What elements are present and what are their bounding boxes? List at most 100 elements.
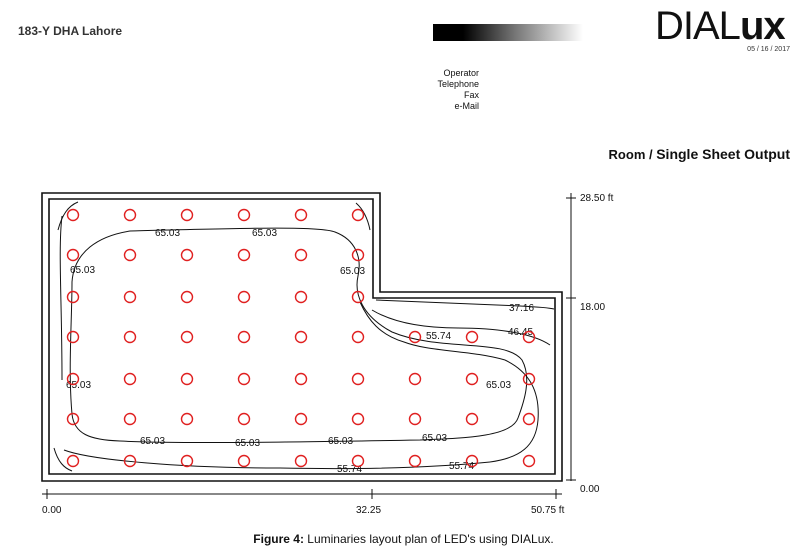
- luminaire-marker: [351, 248, 365, 262]
- luminaire-marker: [351, 208, 365, 222]
- luminaire-marker: [66, 330, 80, 344]
- sheet-title-main: Single Sheet Output: [656, 146, 790, 162]
- x-label-right: 50.75 ft: [531, 505, 565, 516]
- isoline-label: 65.03: [340, 266, 365, 277]
- luminaire-marker: [123, 290, 137, 304]
- luminaire-marker: [180, 412, 194, 426]
- luminaire-marker: [522, 372, 536, 386]
- isoline-label: 65.03: [70, 265, 95, 276]
- isoline-labels: 65.03 65.03 65.03 65.03 65.03 65.03 65.0…: [66, 228, 534, 475]
- y-dimension-labels: 28.50 ft 18.00 0.00: [580, 193, 614, 495]
- luminaire-group: [66, 208, 536, 468]
- luminaire-marker: [66, 290, 80, 304]
- x-dimension: [42, 489, 562, 499]
- x-label-left: 0.00: [42, 505, 62, 516]
- luminaire-marker: [294, 208, 308, 222]
- luminaire-marker: [123, 208, 137, 222]
- luminaire-marker: [408, 372, 422, 386]
- luminaire-marker: [123, 412, 137, 426]
- isoline-label: 65.03: [155, 228, 180, 239]
- luminaire-marker: [294, 372, 308, 386]
- contact-fax: Fax: [463, 90, 479, 100]
- isoline-label: 55.74: [337, 464, 362, 475]
- luminaire-marker: [465, 372, 479, 386]
- isoline-55-right: [489, 359, 539, 463]
- luminaire-marker: [522, 454, 536, 468]
- luminaire-marker: [123, 454, 137, 468]
- luminaire-marker: [465, 454, 479, 468]
- luminaire-marker: [237, 208, 251, 222]
- luminaire-marker: [351, 330, 365, 344]
- luminaire-marker: [123, 330, 137, 344]
- isoline-46-45: [371, 309, 551, 346]
- project-name: 183-Y DHA Lahore: [18, 24, 123, 38]
- dialux-logo: DIALux: [655, 4, 786, 48]
- sheet-title: Room / Single Sheet Output: [480, 146, 790, 162]
- x-dimension-labels: 0.00 32.25 50.75 ft: [42, 505, 565, 516]
- contact-telephone: Telephone: [437, 79, 479, 89]
- luminaire-marker: [180, 372, 194, 386]
- isoline-55-top: [359, 301, 506, 361]
- isoline-label: 65.03: [422, 433, 447, 444]
- x-label-mid: 32.25: [356, 505, 381, 516]
- luminaire-marker: [123, 372, 137, 386]
- luminaire-marker: [465, 330, 479, 344]
- isoline-label: 65.03: [252, 228, 277, 239]
- luminaire-marker: [237, 412, 251, 426]
- isoline-label: 55.74: [426, 331, 451, 342]
- luminaire-marker: [351, 412, 365, 426]
- isoline-65-inner-left: [59, 215, 63, 381]
- luminaire-marker: [408, 454, 422, 468]
- contact-operator: Operator: [443, 68, 479, 78]
- luminaire-marker: [66, 248, 80, 262]
- contact-email: e-Mail: [454, 101, 479, 111]
- isoline-corner-top-left: [57, 201, 79, 231]
- y-label-bottom: 0.00: [580, 484, 600, 495]
- luminaire-marker: [522, 412, 536, 426]
- luminaire-marker: [294, 290, 308, 304]
- room-wall-inner: [48, 198, 556, 475]
- isoline-label: 55.74: [449, 461, 474, 472]
- figure-caption: Figure 4: Luminaries layout plan of LED'…: [0, 532, 807, 546]
- grayscale-gradient-bar: [433, 24, 583, 41]
- room-wall-outer: [41, 192, 563, 482]
- luminaire-marker: [66, 372, 80, 386]
- isoline-65-outer: [69, 227, 528, 444]
- isoline-group: [53, 201, 555, 472]
- luminaire-marker: [294, 248, 308, 262]
- isoline-corner-top-right: [355, 202, 371, 231]
- luminaire-marker: [294, 412, 308, 426]
- y-label-top: 28.50 ft: [580, 193, 614, 204]
- luminaire-marker: [237, 372, 251, 386]
- isoline-label: 37.16: [509, 303, 534, 314]
- luminaire-marker: [351, 454, 365, 468]
- isoline-corner-bottom-left: [53, 447, 73, 472]
- figure-caption-text: Luminaries layout plan of LED's using DI…: [303, 532, 554, 546]
- luminaire-marker: [180, 248, 194, 262]
- luminaire-marker: [237, 248, 251, 262]
- isoline-label: 65.03: [486, 380, 511, 391]
- luminaire-marker: [66, 412, 80, 426]
- isoline-label: 65.03: [328, 436, 353, 447]
- isoline-37-16: [375, 299, 555, 310]
- luminaire-marker: [237, 330, 251, 344]
- luminaire-marker: [351, 290, 365, 304]
- luminaire-marker: [180, 208, 194, 222]
- luminaire-marker: [180, 330, 194, 344]
- report-date: 05 / 16 / 2017: [747, 46, 790, 53]
- figure-caption-label: Figure 4:: [253, 532, 304, 546]
- luminaire-marker: [237, 454, 251, 468]
- luminaire-marker: [123, 248, 137, 262]
- luminaire-marker: [351, 372, 365, 386]
- logo-text-bold: ux: [739, 4, 786, 48]
- luminaire-marker: [465, 412, 479, 426]
- isoline-label: 65.03: [140, 436, 165, 447]
- luminaire-marker: [66, 208, 80, 222]
- isoline-label: 65.03: [235, 438, 260, 449]
- luminaire-marker: [237, 290, 251, 304]
- isoline-label: 46.45: [508, 327, 533, 338]
- sheet-title-prefix: Room /: [608, 147, 657, 162]
- luminaire-marker: [408, 412, 422, 426]
- luminaire-marker: [408, 330, 422, 344]
